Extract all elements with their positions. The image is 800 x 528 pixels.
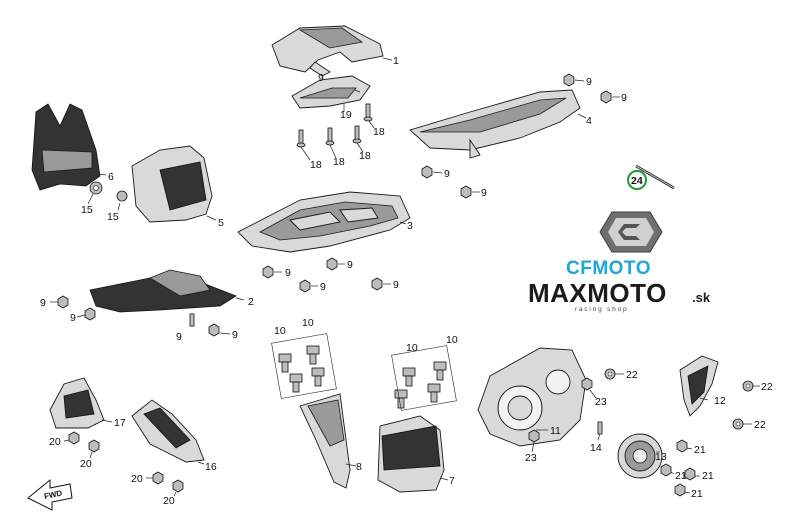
part-11-cvt-cover bbox=[477, 347, 587, 447]
bolt-group-21 bbox=[660, 439, 700, 497]
callout-20b: 20 bbox=[80, 458, 92, 470]
bolt-group-20 bbox=[63, 431, 184, 497]
callout-9e: 9 bbox=[285, 267, 291, 279]
callout-9h: 9 bbox=[393, 279, 399, 291]
callout-9k: 9 bbox=[176, 331, 182, 343]
part-8-cover bbox=[299, 393, 357, 489]
callout-13: 13 bbox=[655, 451, 667, 463]
callout-22c: 22 bbox=[754, 419, 766, 431]
callout-5: 5 bbox=[218, 217, 224, 229]
callout-21a: 21 bbox=[694, 444, 706, 456]
bolt-group-9-left bbox=[50, 295, 231, 337]
callout-18c: 18 bbox=[359, 150, 371, 162]
callout-9b: 9 bbox=[621, 92, 627, 104]
callout-9i: 9 bbox=[40, 297, 46, 309]
part-16-bracket bbox=[131, 399, 205, 465]
callout-9d: 9 bbox=[481, 187, 487, 199]
callout-7: 7 bbox=[449, 475, 455, 487]
callout-1: 1 bbox=[393, 55, 399, 67]
callout-9m: 9 bbox=[318, 72, 324, 84]
callout-labels: 1 2 3 4 5 6 7 8 9 9 9 9 9 9 9 9 9 9 9 9 … bbox=[40, 55, 773, 507]
callout-17: 17 bbox=[114, 417, 126, 429]
part-19-bracket bbox=[291, 75, 371, 112]
callout-23b: 23 bbox=[525, 452, 537, 464]
part-1-bracket bbox=[271, 25, 393, 77]
part-5-guard bbox=[116, 145, 217, 223]
bolt-group-9-center bbox=[262, 257, 391, 293]
callout-8: 8 bbox=[356, 461, 362, 473]
fwd-label: FWD bbox=[43, 489, 63, 502]
fastener-group-10 bbox=[271, 333, 457, 411]
part-17-bracket bbox=[49, 377, 113, 429]
maxmoto-suffix: .sk bbox=[692, 290, 711, 305]
forward-direction-arrow: FWD bbox=[27, 478, 73, 511]
callout-4: 4 bbox=[586, 115, 592, 127]
maxmoto-logo: MAXMOTO .sk racing shop bbox=[528, 278, 711, 313]
callout-9c: 9 bbox=[444, 168, 450, 180]
callout-2: 2 bbox=[248, 296, 254, 308]
callout-21c: 21 bbox=[702, 470, 714, 482]
callout-21d: 21 bbox=[691, 488, 703, 500]
callout-9l: 9 bbox=[232, 329, 238, 341]
bolt-group-22-23 bbox=[528, 368, 624, 453]
callout-20c: 20 bbox=[131, 473, 143, 485]
callout-23a: 23 bbox=[595, 396, 607, 408]
maxmoto-tagline: racing shop bbox=[575, 306, 628, 313]
callout-14: 14 bbox=[590, 442, 602, 454]
part-7-cover bbox=[377, 415, 449, 493]
part-13-round-cover bbox=[617, 433, 663, 479]
callout-20a: 20 bbox=[49, 436, 61, 448]
callout-9g: 9 bbox=[347, 259, 353, 271]
callout-22b: 22 bbox=[761, 381, 773, 393]
part-24-pin bbox=[627, 164, 675, 190]
callout-10d: 10 bbox=[446, 334, 458, 346]
callout-11: 11 bbox=[550, 425, 561, 437]
callout-9f: 9 bbox=[320, 281, 326, 293]
callout-20d: 20 bbox=[163, 495, 175, 507]
callout-10b: 10 bbox=[302, 317, 314, 329]
part-2-lower-guard bbox=[89, 269, 245, 313]
callout-15a: 15 bbox=[81, 204, 93, 216]
callout-24: 24 bbox=[631, 175, 643, 187]
part-12-panel bbox=[679, 355, 760, 430]
callout-18a: 18 bbox=[310, 159, 322, 171]
callout-3: 3 bbox=[407, 220, 413, 232]
callout-18d: 18 bbox=[373, 126, 385, 138]
callout-6: 6 bbox=[108, 171, 114, 183]
part-6-side-cover bbox=[31, 103, 107, 205]
callout-9a: 9 bbox=[586, 76, 592, 88]
callout-15b: 15 bbox=[107, 211, 119, 223]
cfmoto-logo: CFMOTO bbox=[566, 211, 663, 279]
screw-group-18 bbox=[296, 103, 375, 161]
callout-9j: 9 bbox=[70, 312, 76, 324]
bolt-group-9-right bbox=[421, 73, 620, 199]
callout-10c: 10 bbox=[406, 342, 418, 354]
callout-19: 19 bbox=[340, 109, 352, 121]
part-3-skid-plate bbox=[237, 191, 411, 253]
callout-21b: 21 bbox=[675, 470, 687, 482]
cfmoto-wordmark: CFMOTO bbox=[566, 258, 651, 279]
maxmoto-wordmark: MAXMOTO bbox=[528, 278, 667, 308]
part-4-skid-plate bbox=[409, 89, 587, 159]
callout-12: 12 bbox=[714, 395, 726, 407]
callout-18b: 18 bbox=[333, 156, 345, 168]
callout-16: 16 bbox=[205, 461, 217, 473]
callout-10a: 10 bbox=[274, 325, 286, 337]
callout-22a: 22 bbox=[626, 369, 638, 381]
